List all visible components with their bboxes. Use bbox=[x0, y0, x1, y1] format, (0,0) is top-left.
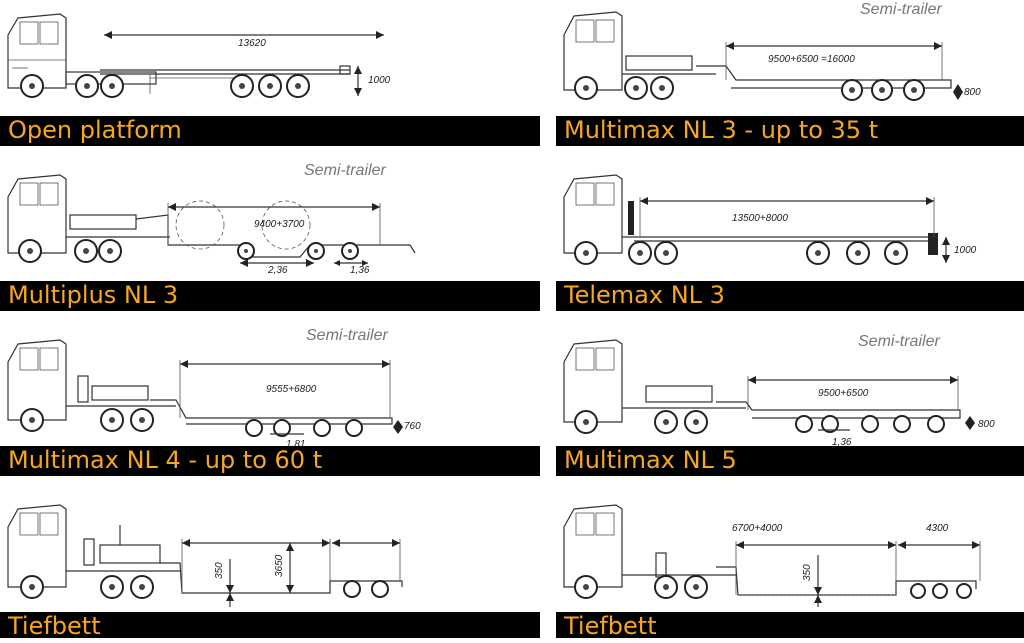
truck-diagram: Semi-trailer 9500+6500 =16000 800 bbox=[563, 1, 981, 101]
dim-length: 9400+3700 bbox=[254, 219, 305, 230]
panel-tiefbett-2: 6700+4000 4300 350 Tiefbett bbox=[556, 495, 1024, 643]
semi-trailer-label: Semi-trailer bbox=[858, 333, 940, 350]
dim-height: 1000 bbox=[954, 245, 977, 256]
dim-height: 800 bbox=[978, 419, 995, 430]
truck-diagram: 13500+8000 1000 bbox=[563, 174, 977, 265]
panel-title: Tiefbett bbox=[8, 612, 101, 640]
truck-diagram: Semi-trailer 9555+6800 760 1.81 bbox=[7, 327, 421, 450]
panel-title: Multimax NL 3 - up to 35 t bbox=[564, 116, 879, 144]
dim-load-height: 3650 bbox=[274, 554, 285, 577]
semi-trailer-label: Semi-trailer bbox=[860, 1, 942, 18]
label-bar: Telemax NL 3 bbox=[556, 281, 1024, 311]
dim-deck-height: 350 bbox=[214, 562, 225, 579]
label-bar: Multiplus NL 3 bbox=[0, 281, 540, 311]
label-bar: Multimax NL 5 bbox=[556, 446, 1024, 476]
dim-height: 800 bbox=[964, 87, 981, 98]
panel-title: Multimax NL 5 bbox=[564, 446, 737, 474]
panel-multimax-nl3: Semi-trailer 9500+6500 =16000 800 Multim… bbox=[556, 0, 1024, 160]
dim-axle-spacing: 1,36 bbox=[832, 437, 852, 448]
panel-title: Multiplus NL 3 bbox=[8, 281, 179, 309]
panel-open-platform: 13620 1000 Open platform bbox=[0, 0, 540, 160]
dim-height: 760 bbox=[404, 421, 421, 432]
dim-axle-spacing-1: 2,36 bbox=[267, 265, 288, 276]
semi-trailer-label: Semi-trailer bbox=[306, 327, 388, 344]
dim-height: 1000 bbox=[368, 75, 391, 86]
panel-multiplus-nl3: Semi-trailer 9400+3700 2,36 1,36 Multipl… bbox=[0, 162, 540, 325]
panel-tiefbett-1: 350 3650 Tiefbett bbox=[0, 495, 540, 643]
panel-multimax-nl5: Semi-trailer 9500+6500 800 1,36 Multimax… bbox=[556, 330, 1024, 490]
dim-length: 9500+6500 bbox=[818, 388, 869, 399]
truck-diagram: 350 3650 bbox=[7, 504, 403, 607]
label-bar: Multimax NL 4 - up to 60 t bbox=[0, 446, 540, 476]
panel-title: Multimax NL 4 - up to 60 t bbox=[8, 446, 323, 474]
dim-length: 6700+4000 bbox=[732, 523, 783, 534]
dim-length: 9555+6800 bbox=[266, 384, 317, 395]
semi-trailer-label: Semi-trailer bbox=[304, 162, 386, 179]
dim-deck-height: 350 bbox=[802, 564, 813, 581]
dim-length: 13500+8000 bbox=[732, 213, 788, 224]
truck-diagram: Semi-trailer 9400+3700 2,36 1,36 bbox=[7, 162, 416, 276]
truck-diagram: 6700+4000 4300 350 bbox=[563, 504, 981, 607]
label-bar: Tiefbett bbox=[0, 612, 540, 640]
panel-title: Tiefbett bbox=[564, 612, 657, 640]
panel-multimax-nl4: Semi-trailer 9555+6800 760 1.81 Multimax… bbox=[0, 327, 540, 490]
label-bar: Open platform bbox=[0, 116, 540, 146]
label-bar: Multimax NL 3 - up to 35 t bbox=[556, 116, 1024, 146]
dim-length: 9500+6500 =16000 bbox=[768, 54, 855, 65]
panel-title: Telemax NL 3 bbox=[564, 281, 725, 309]
panel-telemax-nl3: 13500+8000 1000 Telemax NL 3 bbox=[556, 165, 1024, 325]
dim-length: 13620 bbox=[238, 38, 266, 49]
dim-rear-length: 4300 bbox=[926, 523, 949, 534]
dim-axle-spacing-2: 1,36 bbox=[350, 265, 370, 276]
dim-axle-spacing: 1.81 bbox=[286, 439, 305, 450]
truck-diagram: Semi-trailer 9500+6500 800 1,36 bbox=[563, 333, 995, 448]
panel-title: Open platform bbox=[8, 116, 182, 144]
truck-diagram: 13620 1000 bbox=[7, 13, 391, 98]
label-bar: Tiefbett bbox=[556, 612, 1024, 640]
